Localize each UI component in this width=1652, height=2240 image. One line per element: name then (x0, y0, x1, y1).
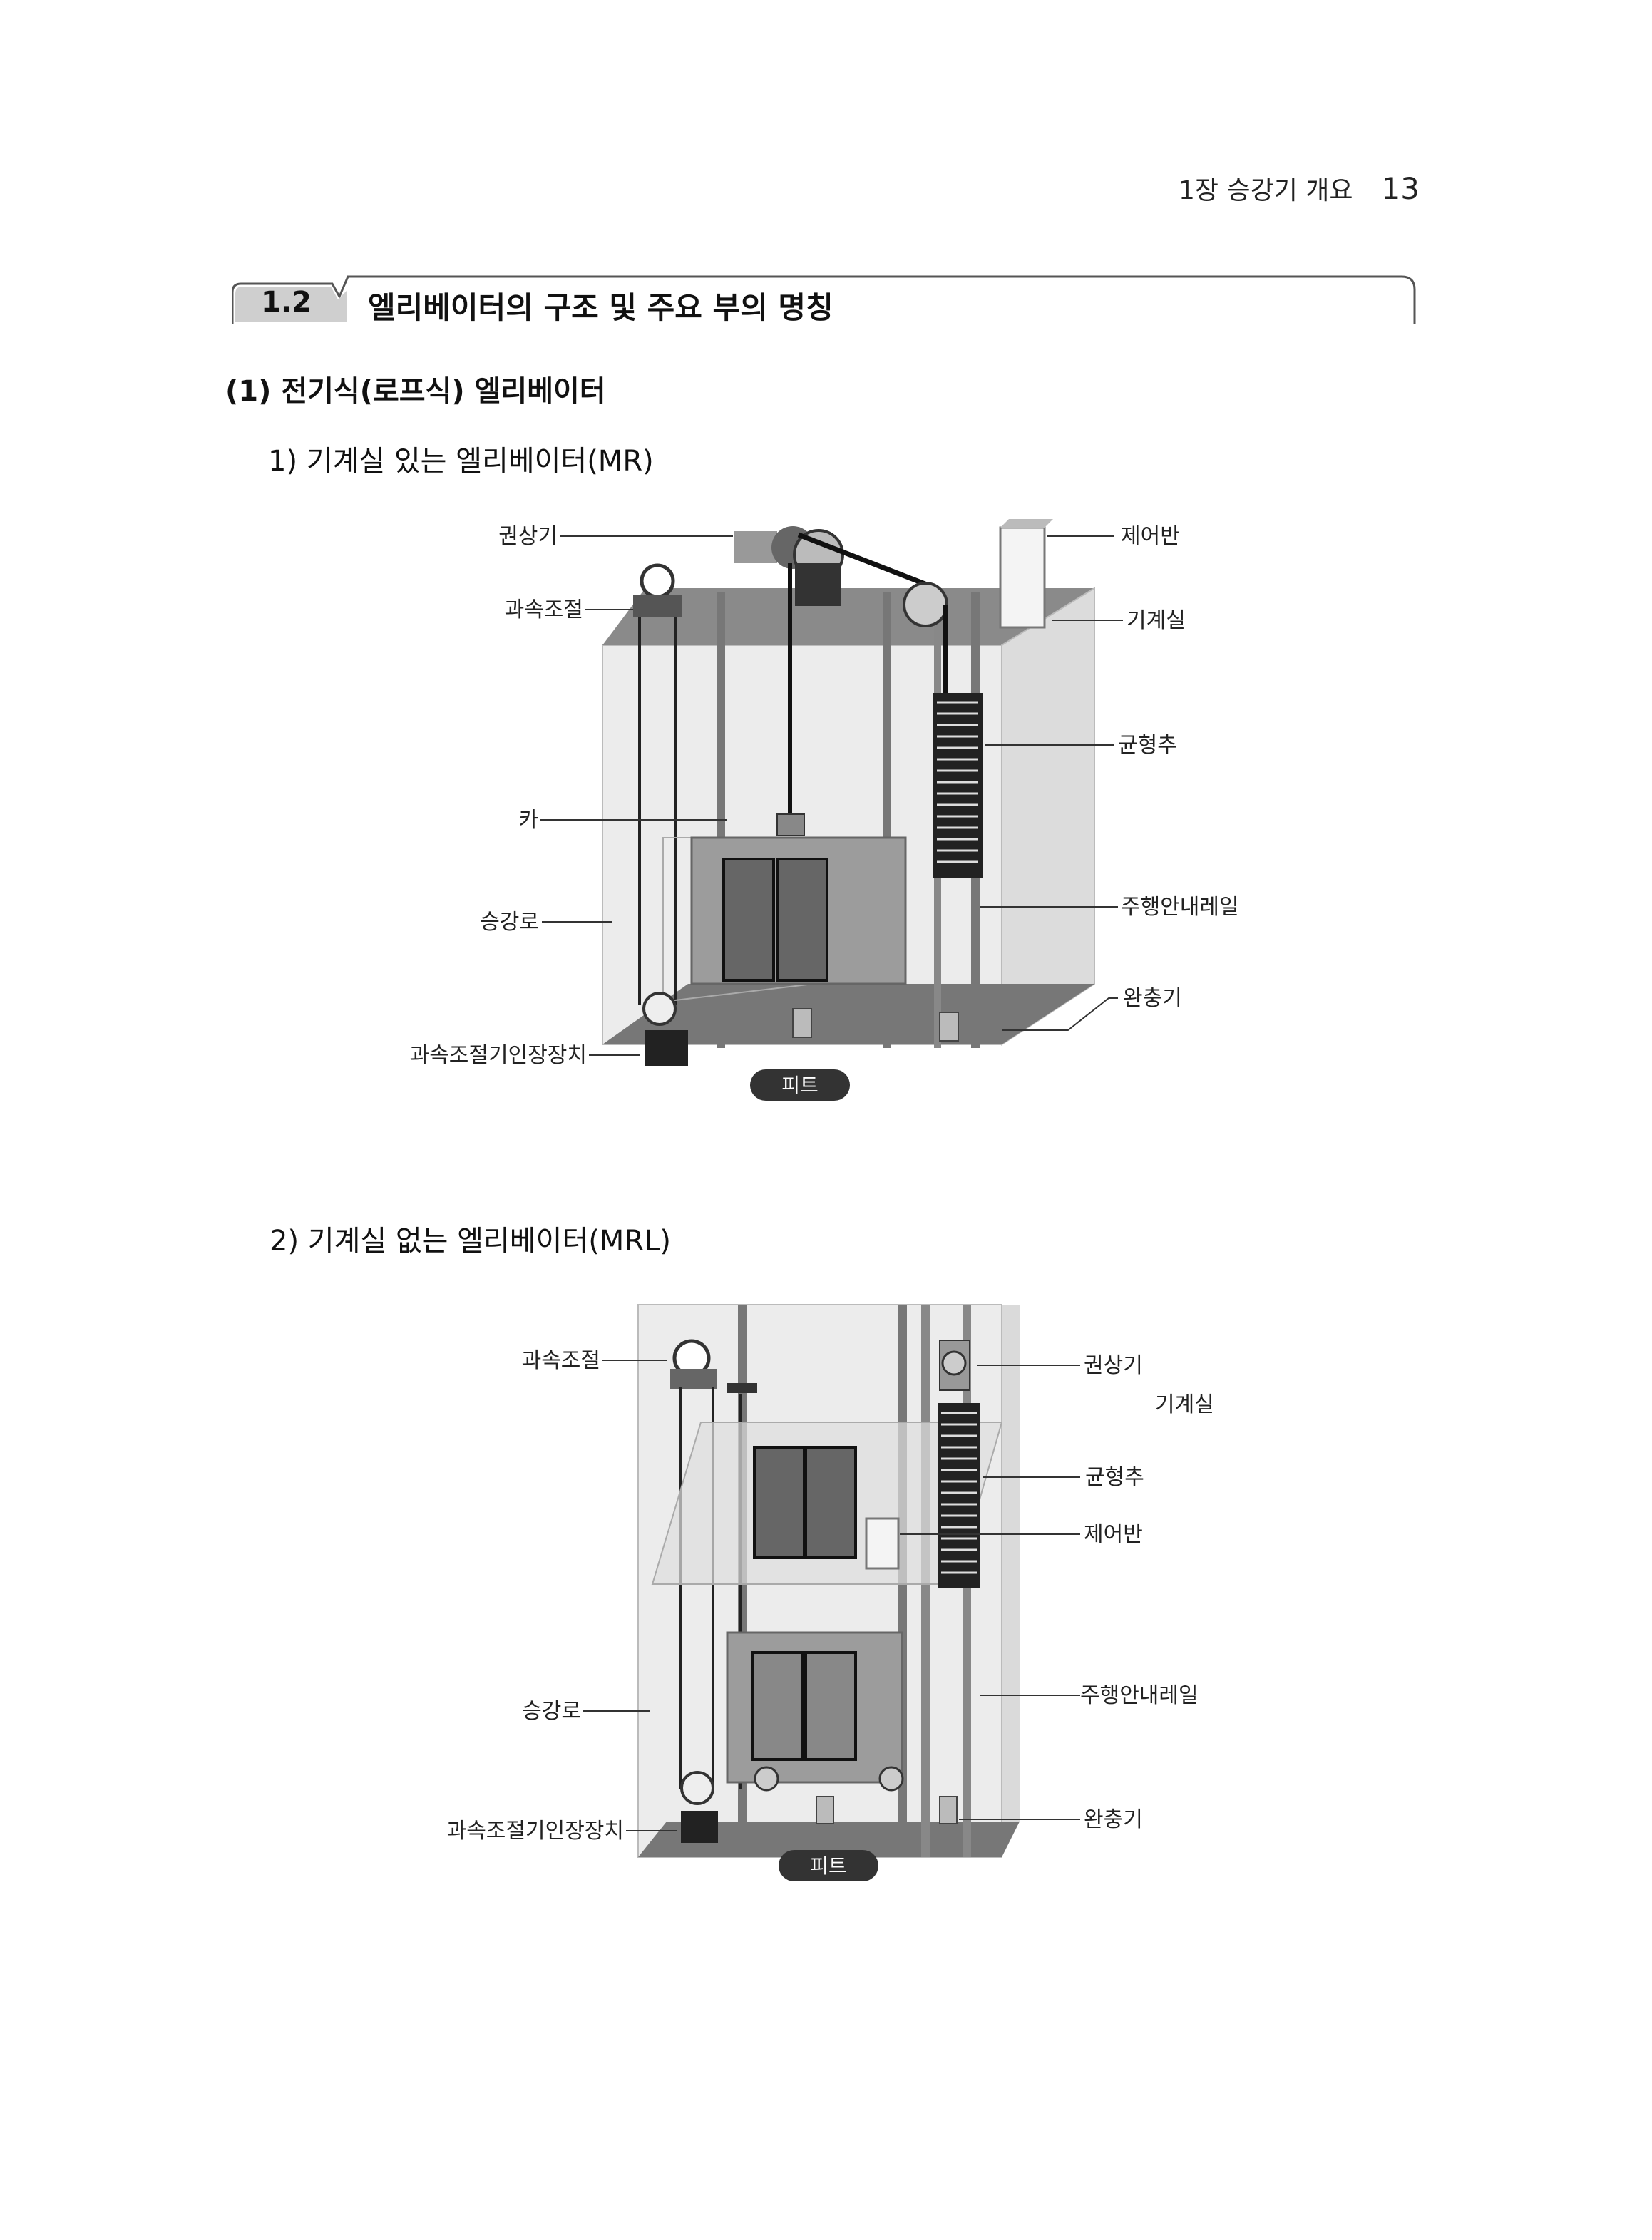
counterweight (938, 1403, 980, 1588)
figure-mrl-heading: 2) 기계실 없는 엘리베이터(MRL) (270, 1225, 671, 1258)
figure-mrl-diagram: 피트 과속조절 권상기 기계실 균형추 제어반 승강로 주행안내레일 과속조절기… (447, 1304, 1214, 1881)
pit-tag (779, 1850, 878, 1881)
page-number: 13 (1381, 171, 1420, 206)
label-hoistway: 승강로 (522, 1699, 581, 1724)
label-guide-rail: 주행안내레일 (1121, 895, 1239, 920)
buffer (792, 1008, 812, 1038)
pit-label: 피트 (810, 1854, 847, 1878)
buffer (816, 1796, 834, 1824)
label-controller: 제어반 (1084, 1522, 1143, 1547)
counterweight (933, 693, 983, 878)
label-hoist: 권상기 (498, 524, 558, 549)
label-car: 카 (518, 808, 538, 833)
label-buffer: 완충기 (1084, 1807, 1143, 1832)
tension-device (645, 1030, 688, 1066)
controller-cabinet (999, 526, 1046, 629)
label-machine-room: 기계실 (1155, 1392, 1214, 1417)
tension-device (681, 1811, 718, 1843)
hoist-machine-icon (734, 531, 777, 563)
label-tension: 과속조절기인장장치 (410, 1043, 587, 1068)
running-head: 1장 승강기 개요 13 (1179, 170, 1420, 207)
figure-mr-heading: 1) 기계실 있는 엘리베이터(MR) (268, 445, 654, 478)
governor-icon (640, 563, 675, 599)
label-machine-room: 기계실 (1127, 608, 1186, 633)
section-title: 엘리베이터의 구조 및 주요 부의 명칭 (368, 290, 833, 325)
label-hoistway: 승강로 (480, 910, 539, 935)
label-controller: 제어반 (1121, 524, 1180, 549)
section-bar (232, 275, 1416, 324)
figure-mr-diagram: 피트 권상기 과속조절 제어반 기계실 균형추 카 승강로 주행안내레일 완충기… (410, 519, 1239, 1101)
label-counterweight: 균형추 (1085, 1465, 1144, 1490)
label-tension: 과속조절기인장장치 (447, 1819, 624, 1844)
pit-tag (750, 1069, 850, 1101)
label-buffer: 완충기 (1123, 986, 1182, 1011)
controller-cabinet (865, 1517, 900, 1570)
section-number: 1.2 (261, 286, 312, 319)
label-governor: 과속조절 (522, 1348, 600, 1373)
subsection-title: (1) 전기식(로프식) 엘리베이터 (225, 375, 606, 408)
label-governor: 과속조절 (505, 597, 583, 622)
pit-label: 피트 (781, 1074, 819, 1097)
label-hoist: 권상기 (1084, 1353, 1143, 1378)
label-guide-rail: 주행안내레일 (1080, 1683, 1199, 1708)
label-counterweight: 균형추 (1118, 733, 1177, 758)
chapter-title: 1장 승강기 개요 (1179, 176, 1353, 205)
